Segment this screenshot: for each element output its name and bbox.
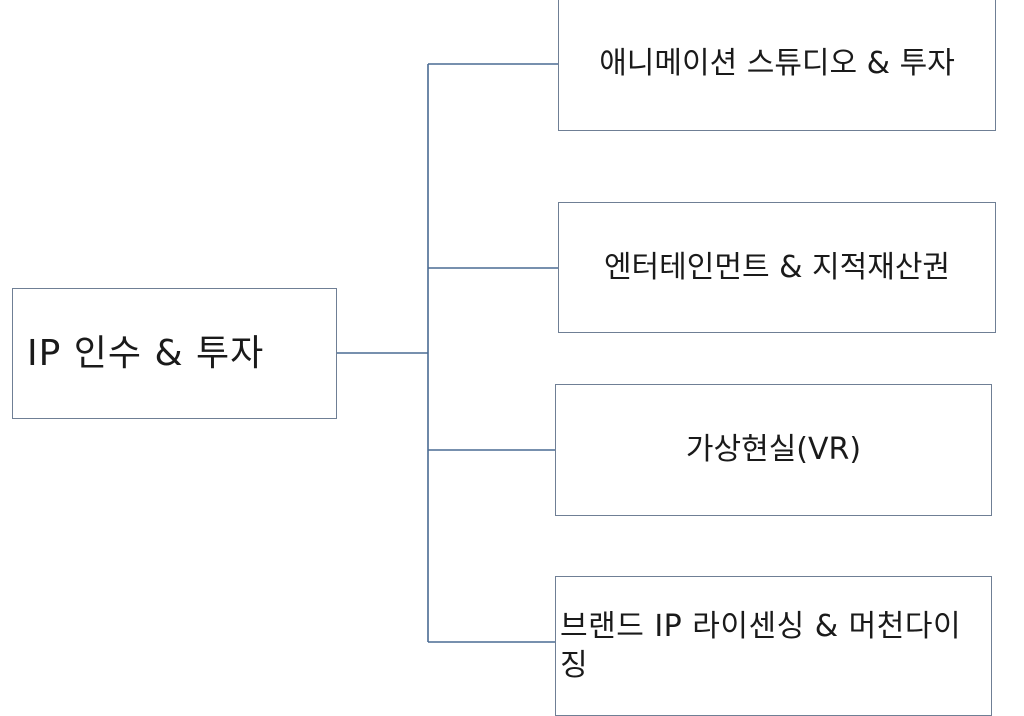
child-node-label: 애니메이션 스튜디오 & 투자 (599, 45, 955, 81)
child-node-animation-studio: 애니메이션 스튜디오 & 투자 (558, 0, 996, 131)
child-node-entertainment-ip: 엔터테인먼트 & 지적재산권 (558, 202, 996, 333)
child-node-label: 가상현실(VR) (685, 432, 862, 468)
child-node-virtual-reality: 가상현실(VR) (555, 384, 992, 516)
root-node-label: IP 인수 & 투자 (27, 333, 265, 374)
root-node: IP 인수 & 투자 (12, 288, 337, 419)
child-node-label: 엔터테인먼트 & 지적재산권 (603, 249, 951, 285)
child-node-brand-licensing: 브랜드 IP 라이센싱 & 머천다이징 (555, 576, 992, 716)
child-node-label: 브랜드 IP 라이센싱 & 머천다이징 (560, 609, 962, 683)
